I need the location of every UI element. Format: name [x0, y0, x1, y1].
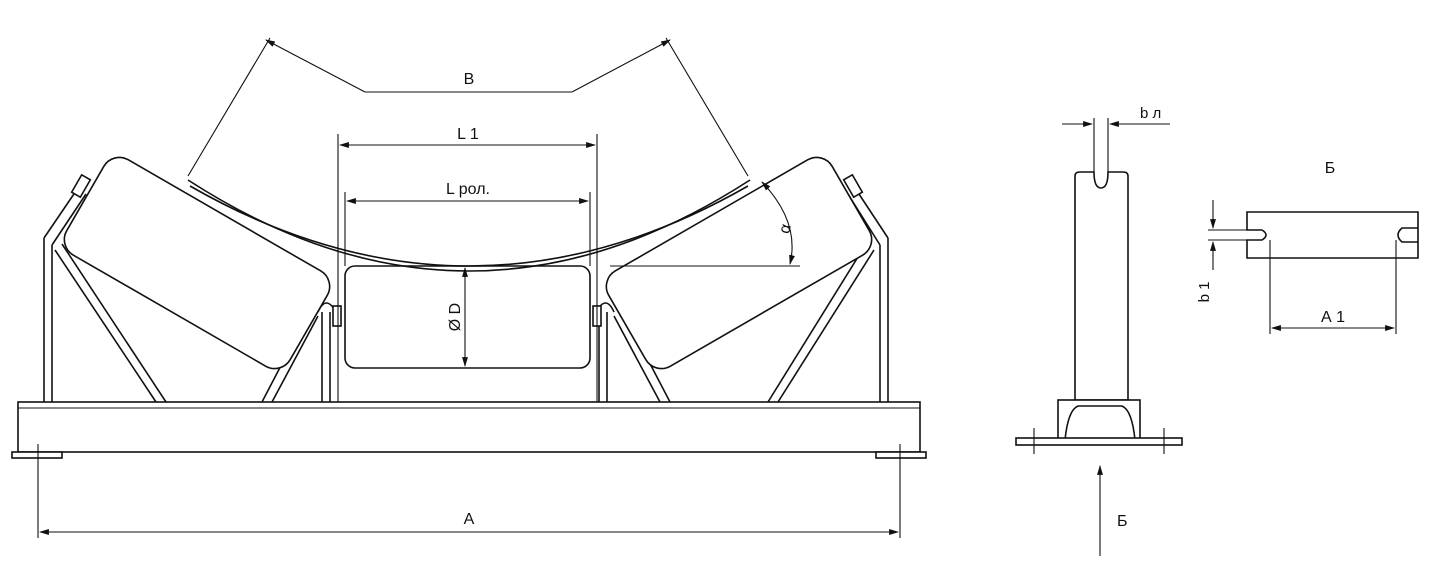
side-base-plate	[1015, 437, 1183, 446]
label-b: B	[464, 71, 475, 88]
side-upright	[1074, 171, 1129, 401]
label-b-l: b л	[1140, 105, 1161, 122]
view-b-detail: Б А 1 b 1	[1196, 160, 1419, 334]
label-b1: b 1	[1196, 282, 1213, 303]
roller-left	[63, 156, 331, 370]
dimension-l-roller: L рол.	[344, 181, 591, 266]
label-alpha: α	[776, 222, 795, 235]
slotted-plate	[1246, 211, 1419, 259]
label-view-b-title: Б	[1325, 160, 1336, 177]
label-view-b-arrow: Б	[1117, 513, 1128, 530]
dimension-b: B	[187, 37, 749, 177]
base-beam	[17, 401, 921, 453]
roller-right	[605, 156, 873, 370]
label-diameter: Ø D	[447, 303, 464, 331]
dimension-alpha: α	[610, 181, 800, 267]
front-view: B L 1 L рол. Ø D α А	[11, 37, 927, 538]
base-foot-right	[875, 451, 927, 459]
side-view: b л Б	[1015, 105, 1183, 556]
label-l-roller: L рол.	[446, 181, 490, 198]
dimension-diameter: Ø D	[447, 267, 468, 367]
label-a1: А 1	[1321, 309, 1345, 326]
label-a: А	[464, 511, 475, 528]
dimension-l1: L 1	[337, 126, 598, 402]
label-l1: L 1	[457, 126, 479, 143]
base-foot-left	[11, 451, 63, 459]
dimension-a: А	[39, 511, 899, 535]
roller-center	[344, 265, 591, 369]
conveyor-belt	[187, 179, 751, 272]
